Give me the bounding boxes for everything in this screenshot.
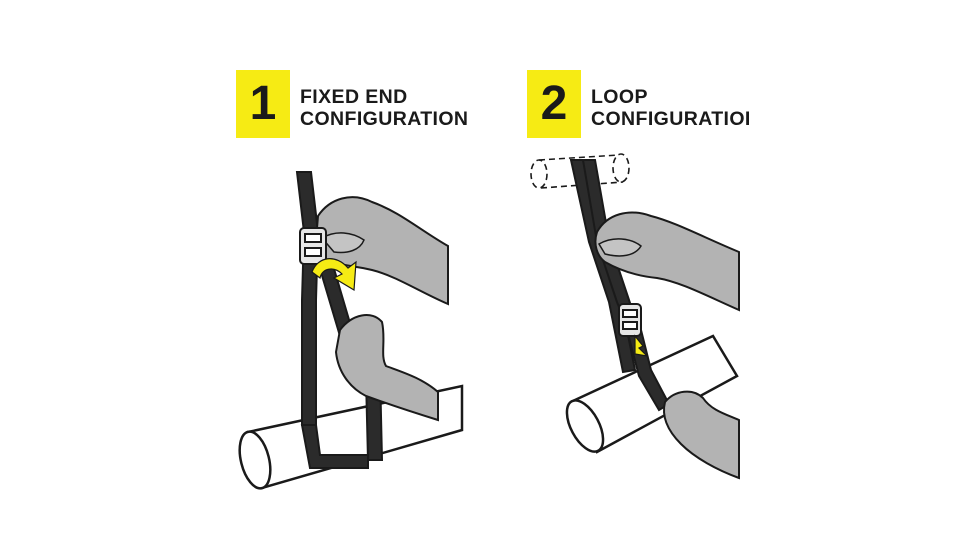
step-title: LOOP CONFIGURATIOI: [591, 86, 753, 130]
upper-hand: [594, 211, 740, 312]
buckle-icon: [299, 227, 327, 265]
step-title-line-1: LOOP: [591, 86, 648, 108]
lower-hand: [334, 314, 439, 422]
upper-hand-finger: [597, 238, 642, 257]
step-number-badge: 1: [236, 70, 290, 138]
step-title: FIXED END CONFIGURATION: [300, 86, 486, 130]
step-1-header: 1 FIXED END CONFIGURATION: [236, 70, 486, 140]
step-title-line-2: CONFIGURATIOI: [591, 108, 751, 130]
step-2-header: 2 LOOP CONFIGURATIOI: [527, 70, 757, 140]
step-title-line-1: FIXED END: [300, 86, 408, 108]
pull-arrow-icon: [634, 334, 649, 357]
pull-arrow-icon: [311, 258, 357, 292]
step-1-panel: 1 FIXED END CONFIGURATION: [236, 70, 486, 490]
fixed-end-strap-illustration: [238, 171, 464, 490]
step-title-line-2: CONFIGURATION: [300, 108, 469, 130]
upper-hand-finger: [320, 232, 365, 254]
buckle-icon: [618, 303, 642, 337]
step-2-panel: 2 LOOP CONFIGURATIOI: [489, 0, 978, 550]
step-number-badge: 2: [527, 70, 581, 138]
loop-strap-illustration: [530, 153, 740, 480]
lower-hand: [663, 390, 740, 480]
